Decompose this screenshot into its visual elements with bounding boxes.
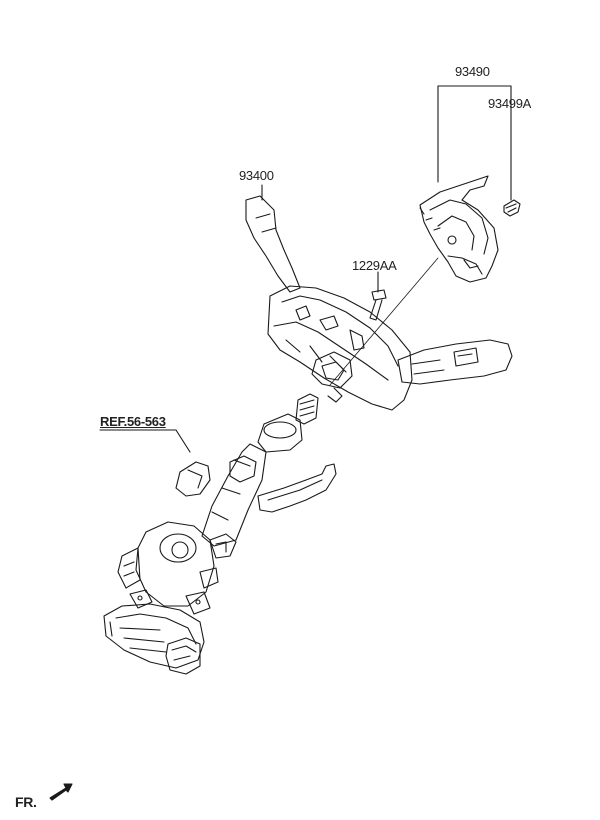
label-93490: 93490 [455, 64, 490, 79]
label-93400: 93400 [239, 168, 274, 183]
label-fr: FR. [15, 794, 37, 810]
front-direction-arrow [49, 783, 73, 801]
clock-spring-93490 [419, 175, 499, 283]
label-ref-56-563[interactable]: REF.56-563 [100, 414, 166, 429]
bolt-1229aa [369, 289, 387, 321]
leader-lines [99, 85, 512, 453]
label-1229aa: 1229AA [352, 258, 397, 273]
steering-column [103, 393, 337, 675]
clip-93499a [503, 199, 521, 217]
multifunction-switch-93400 [245, 195, 513, 411]
label-93499a: 93499A [488, 96, 532, 111]
